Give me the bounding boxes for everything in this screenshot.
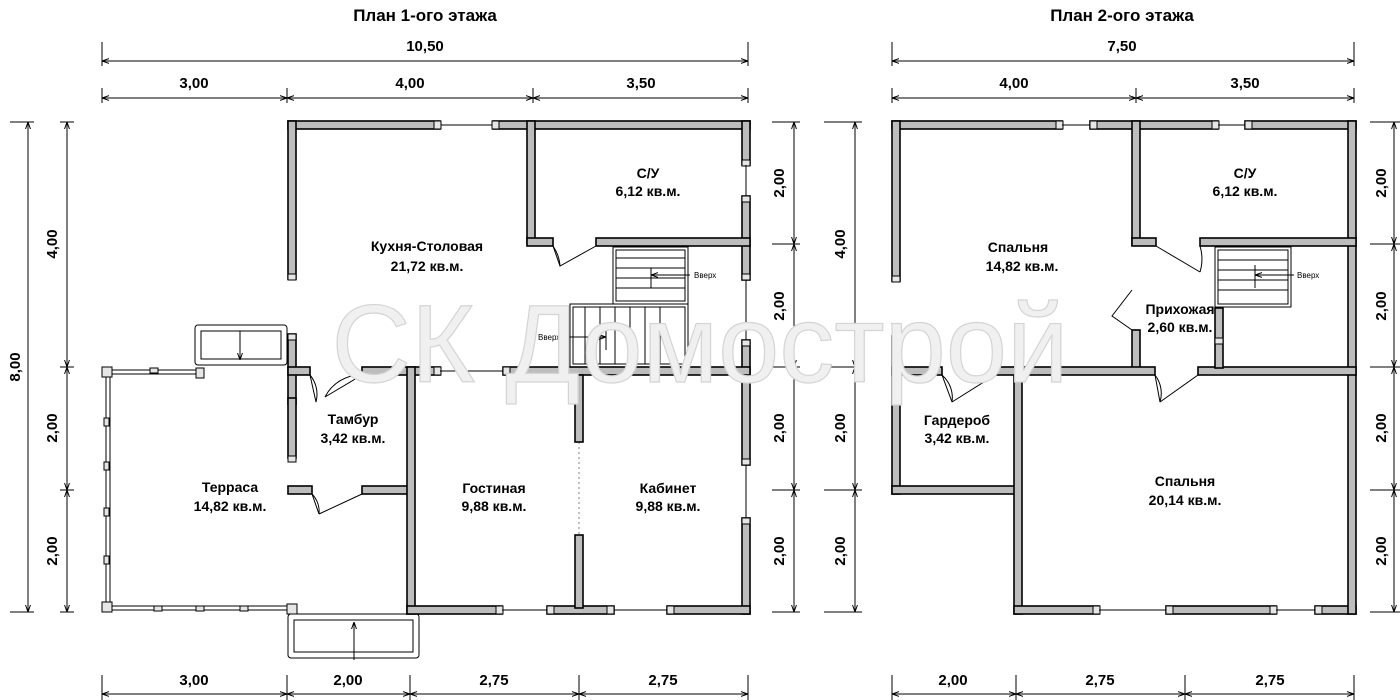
plan1-dim-top-3: 3,50 <box>626 75 655 92</box>
plan1-terrace <box>101 324 420 660</box>
plan2-dim-bottom-2: 2,75 <box>1085 672 1114 689</box>
plan1-staircase: Вверх Вверх <box>538 246 716 368</box>
plan2-staircase: Вверх <box>1214 246 1319 308</box>
plan1-stair-label-2: Вверх <box>538 333 560 342</box>
plan2-dim-total: 7,50 <box>1107 38 1136 55</box>
plan1-dim-bottom-2: 2,00 <box>333 672 362 689</box>
plan1-dim-left-2: 2,00 <box>44 413 61 442</box>
plan2-dim-left-1: 4,00 <box>832 229 849 258</box>
plan1-stair-label-1: Вверх <box>694 271 716 280</box>
plan1-dim-top-1: 3,00 <box>179 75 208 92</box>
plan1-room-kitchen-area: 21,72 кв.м. <box>391 258 464 274</box>
plan1-room-living-name: Гостиная <box>462 480 525 496</box>
plan1-room-office-area: 9,88 кв.м. <box>636 498 701 514</box>
plan1-dim-bottom-3: 2,75 <box>479 672 508 689</box>
plan2-walls <box>891 120 1357 615</box>
plan2-room-bedroom1-area: 14,82 кв.м. <box>986 258 1059 274</box>
watermark-text: СК Домострой <box>332 283 1069 406</box>
plan2-dim-right-1: 2,00 <box>1373 168 1390 197</box>
plan1-dim-left-3: 2,00 <box>44 536 61 565</box>
plan1-dim-bottom-4: 2,75 <box>648 672 677 689</box>
plan1-room-terrace-area: 14,82 кв.м. <box>194 498 267 514</box>
plan1-room-kitchen-name: Кухня-Столовая <box>371 238 483 254</box>
plan2-dim-bottom-1: 2,00 <box>938 672 967 689</box>
plan1-dimensions: 10,50 3,00 4,00 3,50 3,00 2,00 2,75 2,75… <box>7 38 800 700</box>
plan2-stair-label: Вверх <box>1297 271 1319 280</box>
plan2-room-labels: С/У 6,12 кв.м. Спальня 14,82 кв.м. Прихо… <box>924 165 1278 508</box>
plan1-room-bathroom-name: С/У <box>637 165 660 181</box>
plan1-dim-right-4: 2,00 <box>771 536 788 565</box>
plan1-dim-left-total: 8,00 <box>7 352 24 381</box>
plan1-room-bathroom-area: 6,12 кв.м. <box>616 183 681 199</box>
plan2-dimensions: 7,50 4,00 3,50 2,00 2,75 2,75 4,00 2,00 … <box>824 38 1400 700</box>
plan2-dim-right-2: 2,00 <box>1373 291 1390 320</box>
plan2-dim-top-1: 4,00 <box>999 75 1028 92</box>
plan1-dim-left-1: 4,00 <box>44 229 61 258</box>
plan1-dim-right-2: 2,00 <box>771 291 788 320</box>
plan1-walls <box>287 120 751 615</box>
plan1-room-tambour-area: 3,42 кв.м. <box>321 430 386 446</box>
plan2-room-bedroom2-name: Спальня <box>1155 473 1215 489</box>
plan1-dim-right-1: 2,00 <box>771 168 788 197</box>
plan1-room-tambour-name: Тамбур <box>328 411 379 427</box>
plan2-dim-bottom-3: 2,75 <box>1255 672 1284 689</box>
plan1-room-office-name: Кабинет <box>640 480 697 496</box>
plan2-room-bathroom-area: 6,12 кв.м. <box>1213 183 1278 199</box>
plan1-room-terrace-name: Терраса <box>202 479 258 495</box>
plan1-room-labels: С/У 6,12 кв.м. Кухня-Столовая 21,72 кв.м… <box>194 165 701 514</box>
plan2-dim-right-4: 2,00 <box>1373 536 1390 565</box>
plan1-dim-top-2: 4,00 <box>395 75 424 92</box>
plan1-dim-bottom-1: 3,00 <box>179 672 208 689</box>
plan2-room-bedroom2-area: 20,14 кв.м. <box>1149 492 1222 508</box>
plan1-doors <box>309 245 597 515</box>
plan2-dim-left-3: 2,00 <box>832 536 849 565</box>
plan2-dim-top-2: 3,50 <box>1230 75 1259 92</box>
plan2-room-hallway-name: Прихожая <box>1145 301 1214 317</box>
plan2-room-bathroom-name: С/У <box>1234 165 1257 181</box>
plan2-title: План 2-ого этажа <box>1050 6 1194 25</box>
plan2-room-wardrobe-name: Гардероб <box>924 412 991 428</box>
plan2-room-bedroom1-name: Спальня <box>988 239 1048 255</box>
plan1-title: План 1-ого этажа <box>353 6 497 25</box>
plan2-room-wardrobe-area: 3,42 кв.м. <box>925 430 990 446</box>
plan1-dim-total: 10,50 <box>406 38 444 55</box>
plan2-doors <box>941 245 1203 403</box>
plan1-room-living-area: 9,88 кв.м. <box>462 498 527 514</box>
plan2-room-hallway-area: 2,60 кв.м. <box>1148 319 1213 335</box>
plan1-dim-right-3: 2,00 <box>771 413 788 442</box>
plan2-dim-right-3: 2,00 <box>1373 413 1390 442</box>
plan2-dim-left-2: 2,00 <box>832 413 849 442</box>
